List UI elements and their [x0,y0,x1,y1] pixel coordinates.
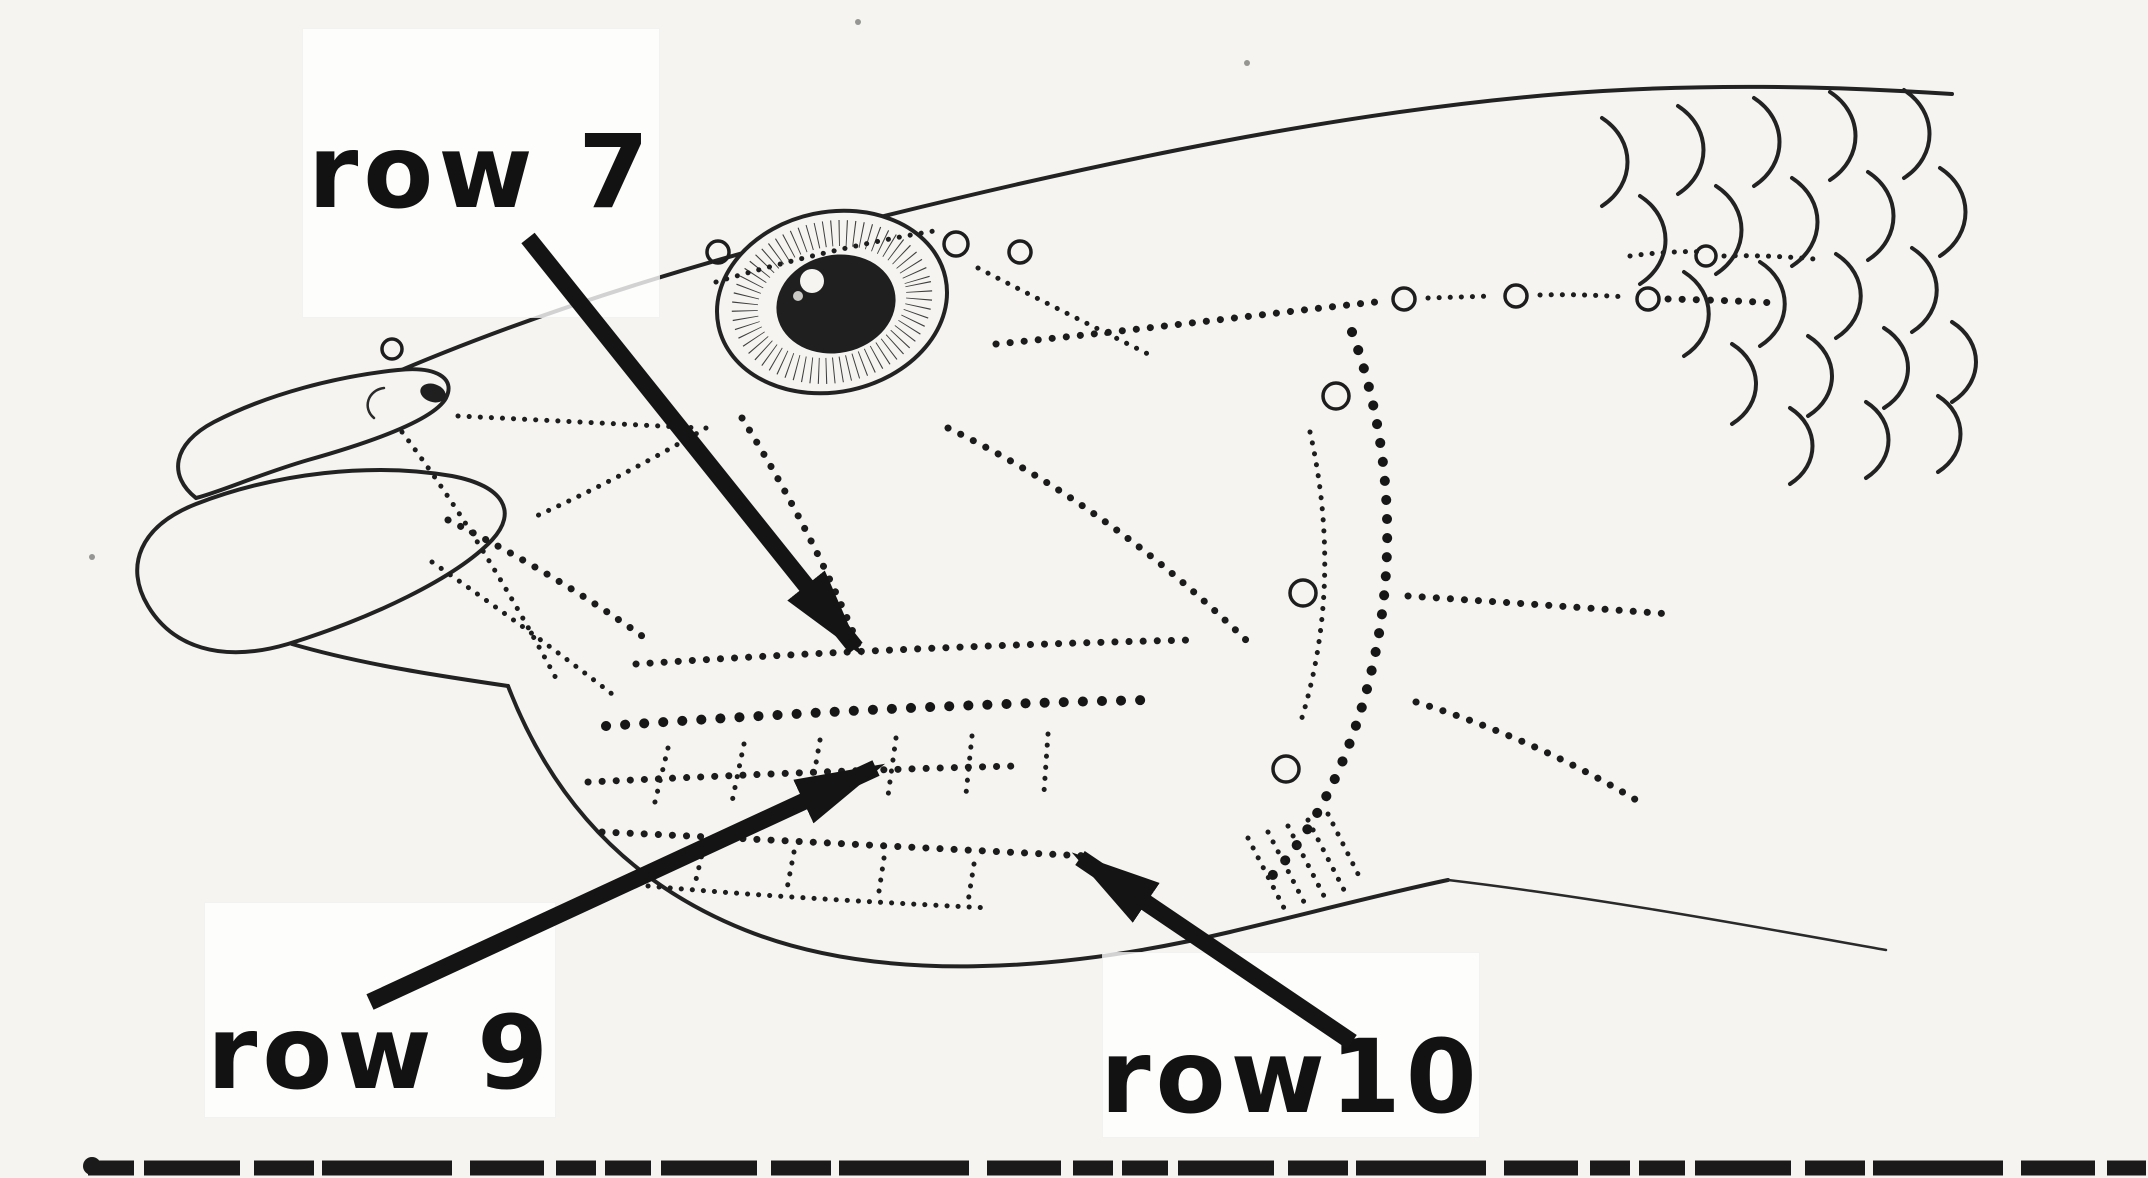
fish-mouth [135,367,507,655]
label-patch-row-7: row 7 [302,28,660,318]
pore-circles [380,230,1718,784]
scale-rows [1600,88,1978,486]
label-patch-row-10: row10 [1100,952,1482,1138]
nostril-spot [420,383,446,403]
label-row-10: row10 [1100,1018,1482,1137]
snout-mark [366,386,386,420]
scan-artifacts [83,19,2146,1176]
fish-eye [715,208,949,396]
label-row-7: row 7 [307,113,655,232]
label-row-9: row 9 [206,994,554,1113]
eye-highlight [800,269,824,293]
papillae-rows [399,227,1817,911]
label-patch-row-9: row 9 [204,902,556,1118]
